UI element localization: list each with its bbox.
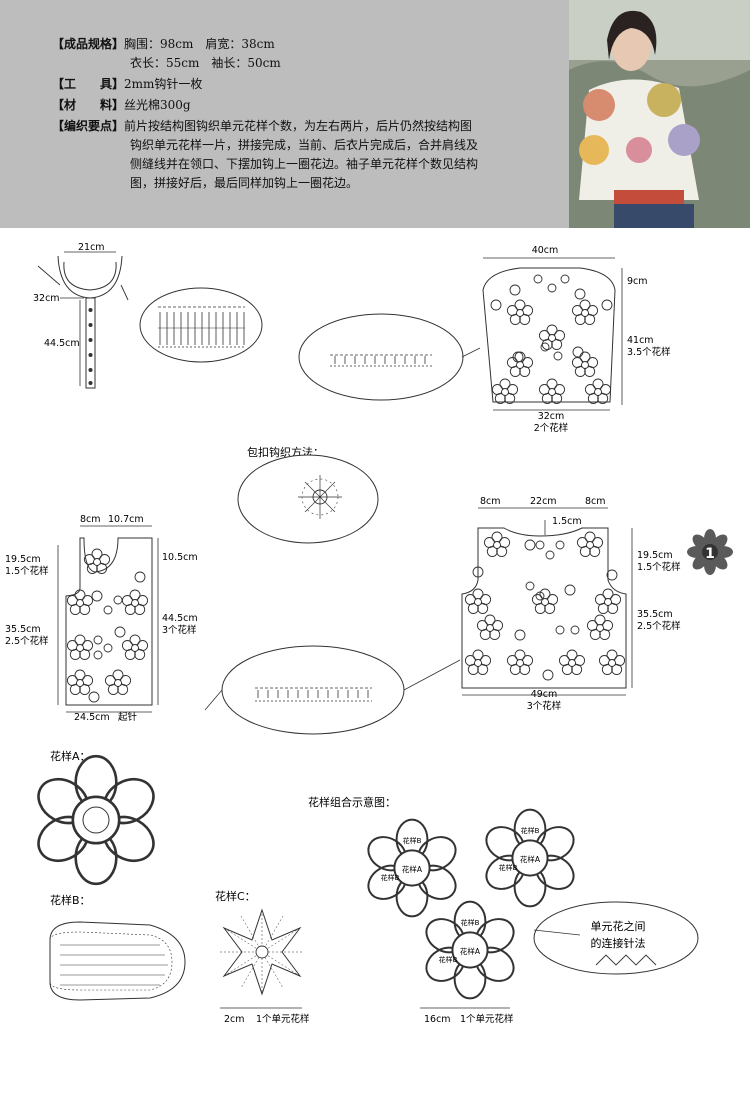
- combo-petal-b: 花样B: [381, 873, 400, 882]
- button-chart: [237, 454, 379, 544]
- edging-chart-1: [139, 287, 263, 363]
- edging-chart-3: [204, 645, 461, 735]
- combo-petal-b: 花样B: [499, 863, 518, 872]
- join-label-line1: 单元花之间: [591, 919, 646, 933]
- front-bottom-label: 24.5cm: [74, 712, 110, 723]
- combo-size: 16cm: [424, 1014, 451, 1025]
- front-upper-motifs: 1.5个花样: [5, 565, 49, 577]
- back-piece-diagram: [461, 507, 633, 696]
- back-bottom-label: 49cm: [531, 689, 558, 700]
- edging-chart-2: [298, 313, 481, 401]
- back-w3-label: 8cm: [585, 496, 606, 507]
- model-photo: [569, 0, 750, 228]
- spec-notes-2: 钩织单元花样一片，拼接完成，当前、后衣片完成后，合并肩线及: [130, 138, 479, 152]
- front-w2-label: 10.7cm: [108, 514, 144, 525]
- back-upper-motifs: 1.5个花样: [637, 561, 681, 573]
- back-lower-label: 35.5cm: [637, 609, 673, 620]
- motif-c-unit: 1个单元花样: [256, 1013, 310, 1025]
- front-upper-label: 19.5cm: [5, 554, 41, 565]
- header-band: 【成品规格】胸围：98cm 肩宽：38cm 衣长：55cm 袖长：50cm 【工…: [0, 0, 750, 228]
- back-bottom-motifs: 3个花样: [527, 700, 562, 712]
- front-piece-diagram: [57, 525, 159, 713]
- sleeve-bottom-motifs: 2个花样: [534, 422, 569, 434]
- sleeve-bottom-label: 32cm: [538, 411, 565, 422]
- sleeve-cap-label: 9cm: [627, 276, 648, 287]
- combo-unit: 1个单元花样: [460, 1013, 514, 1025]
- front-start-label: 起针: [118, 711, 138, 723]
- back-upper-label: 19.5cm: [637, 550, 673, 561]
- collar-diagram: [37, 251, 129, 389]
- motif-b-chart: [49, 921, 186, 1001]
- join-label-line2: 的连接针法: [591, 936, 646, 950]
- front-neck-label: 10.5cm: [162, 552, 198, 563]
- page-number: 1: [705, 546, 715, 562]
- motif-c-label: 花样C：: [215, 889, 256, 903]
- collar-neck-label: 32cm: [33, 293, 60, 304]
- front-body-motifs: 3个花样: [162, 624, 197, 636]
- motif-c-size: 2cm: [224, 1014, 245, 1025]
- back-w1-label: 8cm: [480, 496, 501, 507]
- spec-notes-3: 侧缝线并在领口、下摆加钩上一圈花边。袖子单元花样个数见结构: [130, 157, 479, 171]
- spec-tool: 【工 具】2mm钩针一枚: [52, 77, 203, 91]
- combo-center-a-1: 花样A: [402, 864, 423, 874]
- collar-width-label: 21cm: [78, 242, 105, 253]
- combo-chart: [361, 808, 699, 1000]
- sleeve-diagram: [482, 257, 623, 411]
- combo-center-a-2: 花样A: [520, 854, 541, 864]
- front-lower-motifs: 2.5个花样: [5, 635, 49, 647]
- front-body-label: 44.5cm: [162, 613, 198, 624]
- collar-band-label: 44.5cm: [44, 338, 80, 349]
- spec-notes: 【编织要点】前片按结构图钩织单元花样个数，为左右两片，后片仍然按结构图: [52, 119, 473, 133]
- motif-b-label: 花样B：: [50, 893, 91, 907]
- combo-label: 花样组合示意图：: [308, 795, 396, 809]
- combo-petal-b: 花样B: [403, 836, 422, 845]
- combo-petal-b: 花样B: [521, 826, 540, 835]
- sleeve-length-motifs: 3.5个花样: [627, 346, 671, 358]
- motif-a-label: 花样A：: [50, 749, 91, 763]
- combo-center-a-3: 花样A: [460, 946, 481, 956]
- combo-petal-b: 花样B: [461, 918, 480, 927]
- sleeve-top-label: 40cm: [532, 245, 559, 256]
- sleeve-length-label: 41cm: [627, 335, 654, 346]
- motif-a-chart: [29, 754, 163, 886]
- combo-petal-b: 花样B: [439, 955, 458, 964]
- page-badge-flower-icon: [687, 529, 733, 575]
- back-w2-label: 22cm: [530, 496, 557, 507]
- spec-size-2: 衣长：55cm 袖长：50cm: [130, 56, 281, 70]
- motif-c-chart: [220, 908, 304, 996]
- front-lower-label: 35.5cm: [5, 624, 41, 635]
- front-w1-label: 8cm: [80, 514, 101, 525]
- spec-notes-4: 图，拼接好后，最后同样加钩上一圈花边。: [130, 176, 359, 190]
- spec-size: 【成品规格】胸围：98cm 肩宽：38cm: [52, 37, 275, 51]
- back-neck-label: 1.5cm: [552, 516, 582, 527]
- back-lower-motifs: 2.5个花样: [637, 620, 681, 632]
- spec-material: 【材 料】丝光棉300g: [52, 98, 191, 112]
